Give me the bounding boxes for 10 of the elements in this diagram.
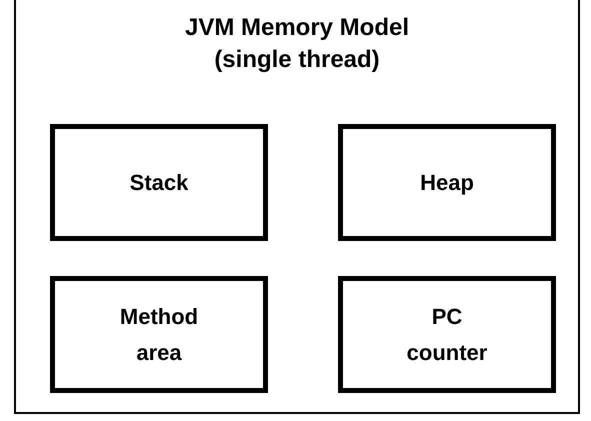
container-box [14,0,580,414]
memory-area-box [50,276,268,393]
memory-area-box [50,124,268,241]
area-label: PC counter [406,302,488,366]
memory-area-box [338,124,556,241]
area-label: Method area [118,302,200,366]
area-label: Stack [128,168,190,196]
container-heading: JVM Memory Model (single thread) [184,13,410,75]
area-label: Heap [419,168,475,197]
memory-area-box [338,276,556,393]
